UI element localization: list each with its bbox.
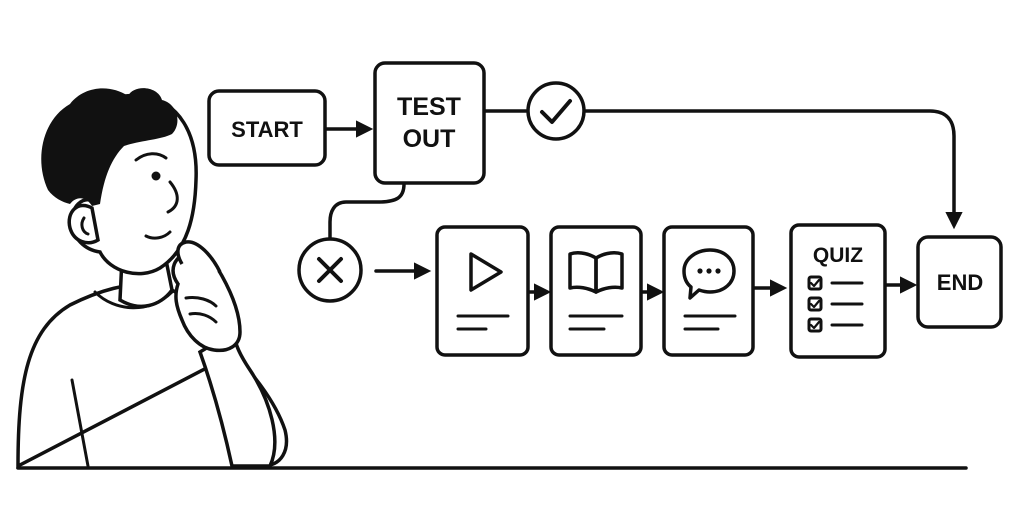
mouth bbox=[144, 230, 172, 240]
end-label: END bbox=[937, 270, 983, 295]
checklist-icon bbox=[807, 275, 864, 333]
collar bbox=[93, 290, 174, 310]
video-step-card bbox=[435, 225, 530, 357]
arm bbox=[197, 325, 277, 468]
test-out-node: TEST OUT bbox=[373, 61, 486, 185]
test-out-label-line2: OUT bbox=[403, 125, 456, 153]
shirt-fold bbox=[70, 378, 90, 468]
eyebrow bbox=[134, 152, 168, 162]
start-node: START bbox=[207, 89, 327, 167]
start-label: START bbox=[231, 117, 303, 142]
arrow-check-to-end bbox=[584, 109, 963, 230]
discussion-step-card bbox=[662, 225, 755, 357]
x-circle-icon bbox=[297, 237, 363, 303]
play-icon bbox=[469, 252, 503, 292]
line-testout-to-fail bbox=[328, 182, 406, 240]
book-icon bbox=[568, 251, 624, 294]
knuckle-line-1 bbox=[184, 296, 218, 308]
ear bbox=[67, 203, 100, 245]
check-circle-icon bbox=[526, 81, 586, 141]
thinking-person-illustration bbox=[16, 88, 289, 469]
quiz-label: QUIZ bbox=[813, 244, 863, 267]
reading-step-card bbox=[549, 225, 643, 357]
hair bbox=[41, 88, 178, 206]
nose bbox=[166, 180, 179, 214]
test-out-label-line1: TEST bbox=[397, 93, 461, 121]
finger bbox=[176, 240, 222, 273]
quiz-step-card: QUIZ bbox=[789, 223, 887, 359]
ear-detail bbox=[80, 216, 90, 236]
knuckle-line-2 bbox=[188, 312, 218, 324]
eye bbox=[151, 171, 161, 181]
chat-bubble-icon bbox=[682, 248, 736, 300]
end-node: END bbox=[916, 235, 1003, 329]
